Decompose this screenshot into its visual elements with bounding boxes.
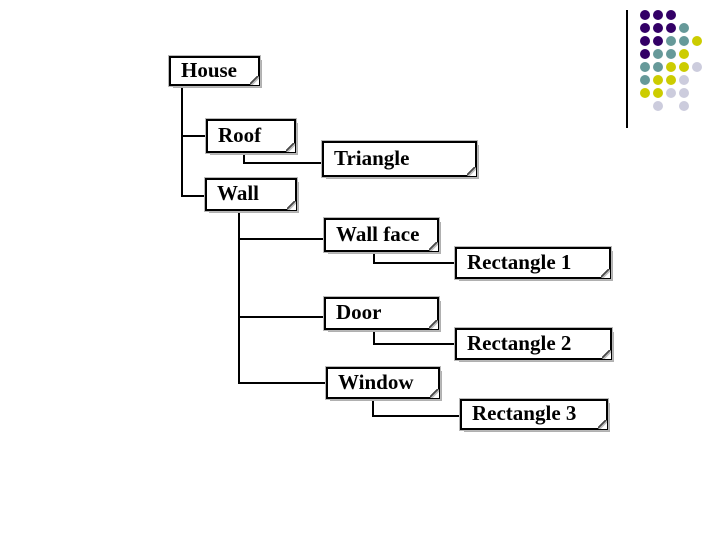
decor-dot — [692, 36, 702, 46]
node-rectangle-1: Rectangle 1 — [454, 246, 612, 280]
decor-dot — [640, 88, 650, 98]
node-label: Wall face — [336, 221, 420, 246]
decor-dot — [666, 23, 676, 33]
connector-segment — [372, 415, 461, 417]
node-wall: Wall — [204, 177, 298, 212]
node-house: House — [168, 55, 261, 87]
decor-dot — [640, 10, 650, 20]
node-label: Roof — [218, 122, 262, 147]
decor-dot — [653, 10, 663, 20]
folded-corner-icon — [429, 320, 438, 329]
folded-corner-icon — [467, 167, 476, 176]
connector-segment — [373, 251, 375, 264]
decor-dot — [653, 101, 663, 111]
node-rectangle-3: Rectangle 3 — [459, 398, 609, 431]
node-wall-face: Wall face — [323, 217, 440, 253]
decor-vertical-line — [626, 10, 628, 128]
node-window: Window — [325, 366, 441, 400]
connector-segment — [238, 316, 325, 318]
node-label: Rectangle 3 — [472, 401, 577, 425]
decor-dot — [666, 62, 676, 72]
decor-dot — [679, 62, 689, 72]
decor-dot — [640, 49, 650, 59]
decor-dot — [666, 49, 676, 59]
decor-dot — [653, 36, 663, 46]
decor-dot — [653, 49, 663, 59]
node-label: Window — [338, 369, 414, 394]
folded-corner-icon — [429, 242, 438, 251]
node-label: Triangle — [334, 145, 410, 170]
folded-corner-icon — [250, 76, 259, 85]
decor-dot — [679, 75, 689, 85]
decor-dot — [640, 62, 650, 72]
folded-corner-icon — [602, 350, 611, 359]
connector-segment — [373, 329, 375, 345]
connector-segment — [238, 238, 325, 240]
decor-dot — [653, 62, 663, 72]
decor-dot — [666, 10, 676, 20]
node-door: Door — [323, 296, 440, 331]
folded-corner-icon — [601, 269, 610, 278]
node-label: Rectangle 1 — [467, 249, 572, 274]
node-label: Wall — [217, 181, 260, 205]
connector-segment — [373, 343, 456, 345]
decor-dot — [640, 75, 650, 85]
node-triangle: Triangle — [321, 140, 478, 178]
decor-dot — [666, 36, 676, 46]
decor-dot — [679, 49, 689, 59]
node-roof: Roof — [205, 118, 297, 154]
decor-dot — [653, 23, 663, 33]
node-label: Door — [336, 300, 382, 324]
decor-dot — [666, 88, 676, 98]
decor-dot — [692, 62, 702, 72]
decor-dot — [679, 88, 689, 98]
connector-segment — [181, 195, 206, 197]
node-rectangle-2: Rectangle 2 — [454, 327, 613, 361]
decor-dot — [653, 75, 663, 85]
connector-segment — [243, 162, 323, 164]
decor-dot — [679, 101, 689, 111]
decor-dot — [640, 36, 650, 46]
connector-segment — [238, 210, 240, 384]
connector-segment — [373, 262, 456, 264]
decor-dot — [653, 88, 663, 98]
folded-corner-icon — [286, 143, 295, 152]
connector-segment — [181, 85, 183, 197]
node-label: Rectangle 2 — [467, 330, 572, 355]
connector-segment — [372, 398, 374, 417]
folded-corner-icon — [287, 201, 296, 210]
decor-dot — [679, 36, 689, 46]
decor-dot — [666, 75, 676, 85]
decor-dot — [640, 23, 650, 33]
connector-segment — [238, 382, 327, 384]
decor-dot — [679, 23, 689, 33]
node-label: House — [181, 57, 238, 82]
connector-segment — [243, 151, 245, 164]
folded-corner-icon — [430, 389, 439, 398]
connector-segment — [181, 135, 207, 137]
folded-corner-icon — [598, 420, 607, 429]
